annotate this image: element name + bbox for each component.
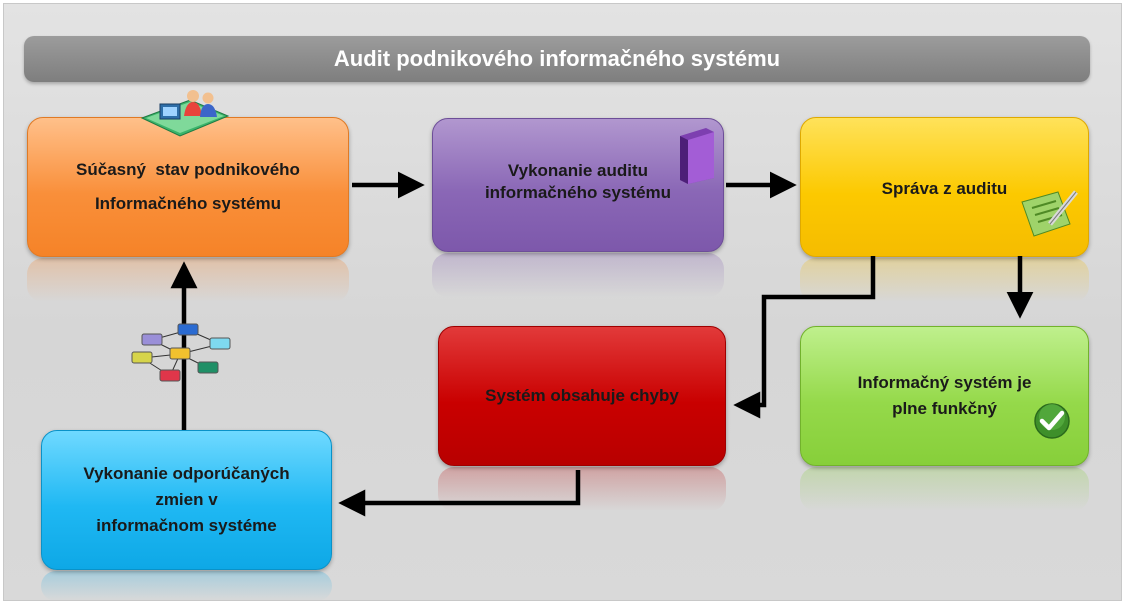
title-bar: Audit podnikového informačného systému — [24, 36, 1090, 82]
node-system-errors-line1: Systém obsahuje chyby — [485, 386, 679, 405]
node-current-state: Súčasný stav podnikového Informačného sy… — [27, 117, 349, 257]
arrow-report-to-errors — [733, 256, 876, 419]
node-audit-execution-line1: Vykonanie auditu — [507, 161, 649, 180]
node-current-state-line1: Súčasný stav podnikového — [76, 160, 300, 179]
node-audit-execution: Vykonanie auditu informačného systému — [432, 118, 724, 252]
node-system-errors: Systém obsahuje chyby — [438, 326, 726, 466]
diagram-title: Audit podnikového informačného systému — [333, 46, 781, 71]
node-changes-line3: informačnom systéme — [96, 516, 277, 535]
node-changes-line1: Vykonanie odporúčaných — [83, 464, 290, 483]
node-audit-execution-line2: informačného systému — [484, 183, 672, 202]
node-changes: Vykonanie odporúčaných zmien v informačn… — [41, 430, 332, 570]
node-current-state-line2: Informačného systému — [94, 194, 282, 213]
checkmark-icon — [1034, 403, 1070, 439]
node-system-ok-line2: plne funkčný — [892, 399, 997, 418]
document-pen-icon — [1021, 190, 1078, 237]
node-audit-report-line1: Správa z auditu — [881, 179, 1008, 198]
node-changes-line2: zmien v — [155, 490, 218, 509]
book-icon — [680, 128, 714, 184]
people-computer-icon — [140, 90, 230, 137]
node-system-ok: Informačný systém je plne funkčný — [800, 326, 1089, 466]
network-diagram-icon — [131, 323, 231, 382]
node-system-ok-line1: Informačný systém je — [857, 373, 1032, 392]
arrow-errors-to-changes — [338, 470, 581, 517]
